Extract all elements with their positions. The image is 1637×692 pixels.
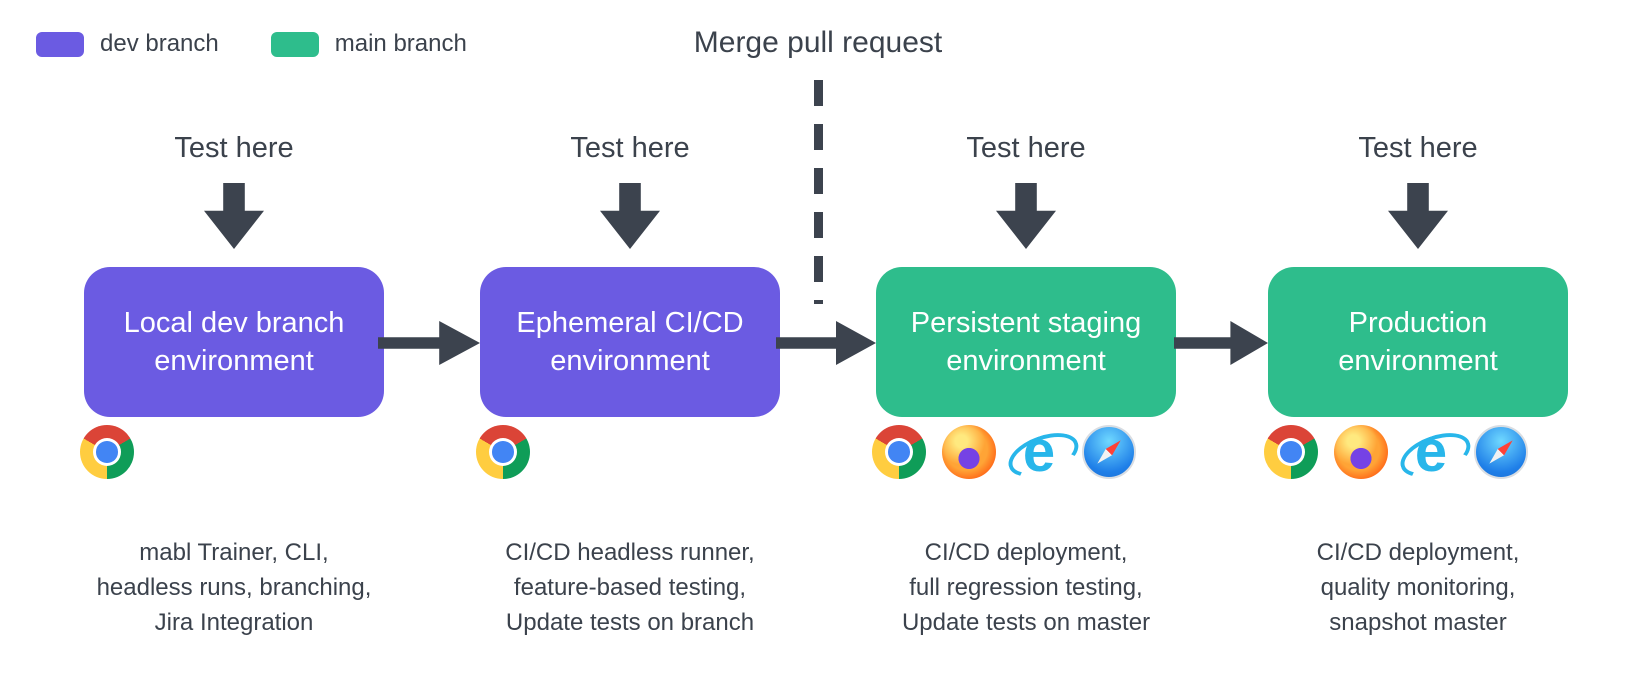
down-arrow-icon [1388, 183, 1448, 249]
stage-description: mabl Trainer, CLI, headless runs, branch… [96, 539, 372, 636]
ie-icon: e [1404, 423, 1458, 481]
browser-icon-row [476, 425, 800, 479]
stage-title: Persistent staging environment [910, 307, 1142, 377]
stage-box-local-dev: Local dev branch environment [84, 267, 384, 417]
stage-ephemeral-cicd: Test here Ephemeral CI/CD environment CI… [460, 0, 800, 640]
firefox-icon [942, 425, 996, 479]
stage-description: CI/CD deployment, quality monitoring, sn… [1316, 539, 1520, 636]
stage-box-ephemeral-cicd: Ephemeral CI/CD environment [480, 267, 780, 417]
ie-icon: e [1012, 423, 1066, 481]
merge-dashed-line [814, 80, 823, 304]
safari-icon [1082, 425, 1136, 479]
browser-icon-row: e [1264, 423, 1588, 481]
test-here-label: Test here [1358, 132, 1478, 164]
legend-label: dev branch [100, 30, 219, 57]
stage-box-persistent-staging: Persistent staging environment [876, 267, 1176, 417]
merge-pull-request-label: Merge pull request [693, 26, 943, 59]
browser-icon-row: e [872, 423, 1196, 481]
chrome-icon [872, 425, 926, 479]
down-arrow-icon [600, 183, 660, 249]
down-arrow-icon [204, 183, 264, 249]
stage-description: CI/CD headless runner, feature-based tes… [505, 539, 755, 636]
legend: dev branch main branch [36, 30, 467, 58]
legend-item-main-branch: main branch [270, 30, 467, 58]
down-arrow-icon [996, 183, 1056, 249]
stage-title: Ephemeral CI/CD environment [516, 307, 744, 377]
test-here-label: Test here [570, 132, 690, 164]
legend-label: main branch [334, 30, 467, 57]
stage-description: CI/CD deployment, full regression testin… [901, 539, 1151, 636]
test-here-label: Test here [174, 132, 294, 164]
main-branch-swatch [270, 31, 319, 57]
stage-title: Local dev branch environment [123, 307, 345, 377]
firefox-icon [1334, 425, 1388, 479]
chrome-icon [80, 425, 134, 479]
browser-icon-row [80, 425, 404, 479]
stage-persistent-staging: Test here Persistent staging environment… [856, 0, 1196, 640]
chrome-icon [476, 425, 530, 479]
stage-local-dev: Test here Local dev branch environment m… [64, 0, 404, 640]
dev-branch-swatch [36, 31, 84, 57]
test-here-label: Test here [966, 132, 1086, 164]
stage-box-production: Production environment [1268, 267, 1568, 417]
stage-production: Test here Production environment e CI/CD… [1248, 0, 1588, 640]
stage-title: Production environment [1338, 307, 1498, 377]
legend-item-dev-branch: dev branch [36, 30, 219, 58]
safari-icon [1474, 425, 1528, 479]
chrome-icon [1264, 425, 1318, 479]
